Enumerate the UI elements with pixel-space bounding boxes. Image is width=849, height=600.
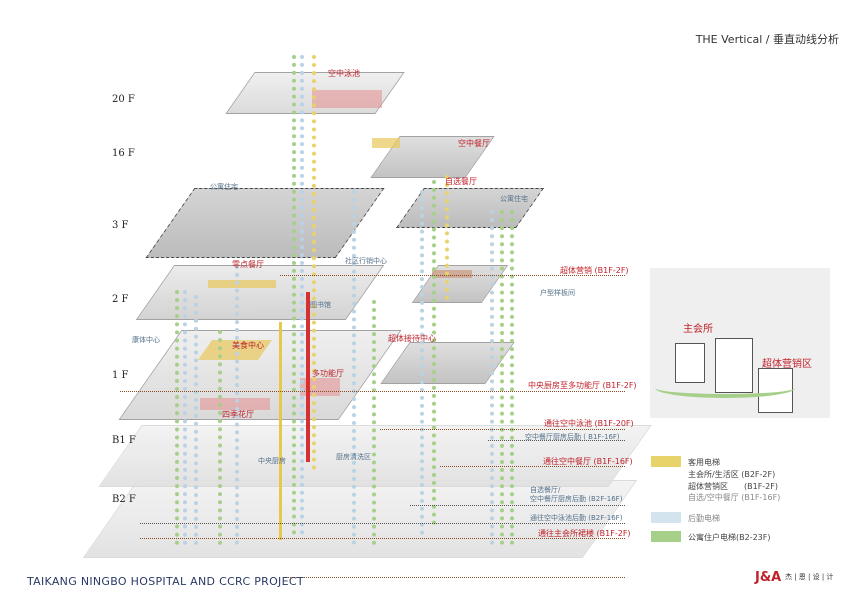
resident-elevator-shaft [500,210,504,545]
route-leader [285,577,625,578]
floor-label-2f: 2 F [112,294,129,305]
label-cleaning: 厨房清洗区 [336,453,371,461]
highlight-pool [312,90,382,108]
route-leader [140,538,625,539]
label-multi-hall: 多功能厅 [312,369,344,378]
resident-elevator-shaft [175,290,179,545]
legend-item: 主会所/生活区 (B2F-2F) [688,470,776,479]
page-title: THE Vertical / 垂直动线分析 [695,33,839,46]
route-leader [280,275,625,276]
label-apartment-east: 公寓住宅 [500,195,528,203]
route-label: 通往主会所裙楼 (B1F-2F) [538,529,631,538]
route-label: 自选餐厅/ [530,486,561,494]
label-garden: 四季花厅 [222,410,254,419]
label-health-center: 康体中心 [132,336,160,344]
route-label: 超体营销 (B1F-2F) [560,266,629,275]
route-leader [410,505,625,506]
service-elevator-shaft [420,190,424,535]
yellow-elevator-line [279,322,282,540]
route-label: 空中餐厅厨房后勤 (B2F-16F) [530,495,623,503]
site-inset-map: 主会所 超体营销区 [650,268,830,418]
highlight-sky-rest [372,138,400,148]
label-kitchen: 中央厨房 [258,457,286,465]
label-apartment: 公寓住宅 [210,183,238,191]
floor-label-1f: 1 F [112,370,129,381]
label-library: 图书馆 [310,301,331,309]
service-elevator-shaft [352,190,356,545]
highlight-marketing [432,270,472,278]
floor-label-3f: 3 F [112,220,129,231]
service-elevator-shaft [194,295,198,545]
service-elevator-shaft [235,265,239,545]
project-title: TAIKANG NINGBO HOSPITAL AND CCRC PROJECT [27,575,304,588]
route-leader [488,440,625,441]
floor-slab-3f [145,188,385,258]
highlight-snack [208,280,276,288]
label-food-center: 美食中心 [232,341,264,350]
route-label: 通往空中泳池后勤 (B2F-16F) [530,514,623,522]
route-leader [440,466,625,467]
floor-label-b2f: B2 F [112,494,136,505]
resident-route [655,378,795,398]
label-sky-restaurant: 空中餐厅 [458,139,490,148]
route-label: 通往空中泳池 (B1F-20F) [544,419,634,428]
service-elevator-shaft [183,290,187,545]
service-elevator-shaft [490,210,494,545]
resident-elevator-shaft [510,210,514,545]
legend-swatch-resident [651,531,681,542]
route-label: 空中餐厅厨房后勤 ( B1F-16F) [525,433,620,441]
legend-service: 后勤电梯 [688,514,720,523]
floor-slab-1f-east [380,342,515,384]
inset-label-marketing: 超体营销区 [762,359,812,370]
floor-label-16f: 16 F [112,148,135,159]
legend-swatch-service [651,512,681,523]
route-label: 通往空中餐厅 (B1F-16F) [543,457,633,466]
logo: J&A [755,570,782,585]
inset-label-club: 主会所 [683,324,713,335]
resident-elevator-shaft [218,330,222,545]
route-leader [120,391,625,392]
red-route-line [306,292,310,462]
floor-slab-2f [135,265,385,320]
guest-elevator-shaft [445,175,449,300]
resident-elevator-shaft [292,55,296,535]
floor-label-20f: 20 F [112,94,135,105]
legend-item: 超体营销区 (B1F-2F) [688,482,778,491]
service-elevator-shaft [300,55,304,535]
label-snack-restaurant: 零点餐厅 [232,260,264,269]
logo-text: 杰 | 恩 | 设 | 计 [785,573,834,581]
resident-elevator-shaft [372,300,376,545]
route-label: 中央厨房至多功能厅 (B1F-2F) [528,381,637,390]
building [675,343,705,383]
guest-elevator-shaft [312,55,316,470]
label-pool: 空中泳池 [328,69,360,78]
floor-label-b1f: B1 F [112,435,136,446]
label-model-room: 户型样板间 [540,289,575,297]
legend-guest: 客用电梯 [688,458,720,467]
route-leader [140,523,625,524]
route-leader [380,429,625,430]
legend-item: 自选/空中餐厅 (B1F-16F) [688,493,781,502]
legend-resident: 公寓住户电梯(B2-23F) [688,533,771,542]
label-self-restaurant: 自选餐厅 [445,177,477,186]
legend-swatch-guest [651,456,681,467]
label-community-center: 社区行销中心 [345,257,387,265]
resident-elevator-shaft [432,180,436,525]
label-reception: 超体接待中心 [388,334,436,343]
